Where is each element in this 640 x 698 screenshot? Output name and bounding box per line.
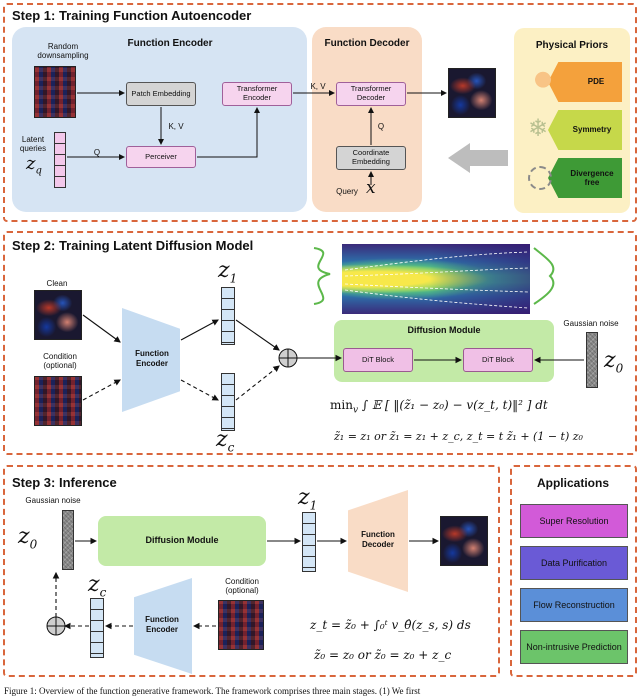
q-label: Q: [93, 148, 101, 157]
priors-arrow: [448, 143, 508, 173]
z0-symbol-step3: z0: [18, 524, 38, 552]
step3-arrows: [46, 537, 440, 636]
pde-icon: [530, 68, 556, 94]
diffusion-module-label-step2: Diffusion Module: [407, 325, 481, 335]
query-label: Query: [336, 187, 358, 196]
dit-block-2: DiT Block: [463, 348, 533, 372]
loss-equation: minv ∫ 𝔼 [ ‖(z̃₁ − z₀) − v(z_t, t)‖² ] d…: [330, 398, 548, 416]
z0-vector-step3: [62, 510, 74, 570]
z1-vector-step2: [221, 287, 235, 345]
step1-arrows: [67, 90, 508, 185]
condition-label-step2: Condition (optional): [43, 352, 77, 371]
coordinate-embedding-box: Coordinate Embedding: [336, 146, 406, 170]
zc-vector-step3: [90, 598, 104, 658]
divergence-tag-label: Divergence free: [570, 169, 614, 187]
perceiver-box: Perceiver: [126, 146, 196, 168]
right-wave: [533, 247, 555, 305]
transformer-encoder-box: Transformer Encoder: [222, 82, 292, 106]
function-encoder-label-step3: Function Encoder: [145, 615, 179, 634]
step1-title: Step 1: Training Function Autoencoder: [12, 8, 252, 23]
clean-label: Clean: [46, 279, 68, 288]
z0-symbol-step2: z0: [604, 348, 624, 376]
step1-panel: [3, 3, 637, 222]
step3-title: Step 3: Inference: [12, 475, 117, 490]
zc-symbol-step2: zc: [216, 427, 235, 455]
random-downsampling-label: Random downsampling: [37, 42, 89, 61]
latent-queries-vector: [54, 132, 66, 188]
app-data-purification[interactable]: Data Purification: [520, 546, 628, 580]
symmetry-tag-label: Symmetry: [572, 125, 612, 134]
app-flow-reconstruction[interactable]: Flow Reconstruction: [520, 588, 628, 622]
left-wave: [313, 247, 331, 305]
step3-panel: [3, 465, 500, 677]
snowflake-icon: ❄: [528, 115, 549, 142]
condition-field-image-step2: [34, 376, 82, 426]
function-encoder-trapezoid-step2: [122, 308, 180, 412]
step2-arrows: [82, 247, 584, 401]
diffusion-module-step3: [98, 516, 266, 566]
zc-symbol-step3: zc: [88, 572, 107, 600]
flow-heatmap-dark-edge: [430, 244, 530, 314]
dit-block-1: DiT Block: [343, 348, 413, 372]
zq-symbol: zq: [26, 153, 42, 177]
z0-vector-step2: [586, 332, 598, 388]
applications-title: Applications: [536, 476, 609, 490]
divergence-tag: [548, 158, 622, 198]
gaussian-noise-label-step3: Gaussian noise: [25, 496, 81, 505]
step2-panel: [3, 231, 637, 455]
cycle-icon: [528, 166, 552, 190]
gaussian-noise-label-step2: Gaussian noise: [563, 319, 619, 328]
downsampled-field-image: [34, 66, 76, 118]
condition-label-step3: Condition (optional): [225, 577, 259, 596]
ode-equation: z_t = z̃₀ + ∫₀ᵗ v_θ̂(z_s, s) ds: [310, 618, 471, 632]
clean-field-image: [34, 290, 82, 340]
x-symbol: x: [366, 178, 376, 198]
kv-label-encoder: K, V: [168, 122, 184, 131]
z1-vector-step3: [302, 512, 316, 572]
zc-vector-step2: [221, 373, 235, 431]
app-non-intrusive-prediction[interactable]: Non-intrusive Prediction: [520, 630, 628, 664]
condition-field-image-step3: [218, 600, 264, 650]
decoder-title: Function Decoder: [324, 38, 410, 49]
priors-title: Physical Priors: [535, 40, 609, 51]
step2-title: Step 2: Training Latent Diffusion Model: [12, 238, 254, 253]
interpolation-equation: z̃₁ = z₁ or z̃₁ = z₁ + z_c, z_t = t z̃₁ …: [334, 430, 583, 443]
function-encoder-label-step2: Function Encoder: [135, 349, 169, 368]
pde-tag-label: PDE: [587, 77, 605, 86]
applications-panel: [510, 465, 637, 677]
patch-embedding-box: Patch Embedding: [126, 82, 196, 106]
latent-queries-label: Latent queries: [19, 135, 47, 154]
init-equation: z̃₀ = z₀ or z̃₀ = z₀ + z_c: [314, 648, 452, 662]
figure-caption: Figure 1: Overview of the function gener…: [4, 686, 421, 696]
pde-tag: [548, 62, 622, 102]
kv-label-decoder: K, V: [310, 82, 326, 91]
diffusion-module-label-step3: Diffusion Module: [145, 535, 219, 545]
q-label-decoder: Q: [377, 122, 385, 131]
transformer-decoder-box: Transformer Decoder: [336, 82, 406, 106]
z1-symbol-step3: z1: [298, 485, 318, 513]
function-decoder-label-step3: Function Decoder: [361, 530, 395, 549]
output-field-image-step3: [440, 516, 488, 566]
encoder-title: Function Encoder: [127, 38, 213, 49]
app-super-resolution[interactable]: Super Resolution: [520, 504, 628, 538]
reconstructed-field-image: [448, 68, 496, 118]
function-encoder-trapezoid-step3: [134, 578, 192, 674]
decoder-region: [312, 27, 422, 212]
z1-symbol-step2: z1: [218, 258, 238, 286]
flow-streamlines: [344, 251, 529, 309]
symmetry-tag: [548, 110, 622, 150]
